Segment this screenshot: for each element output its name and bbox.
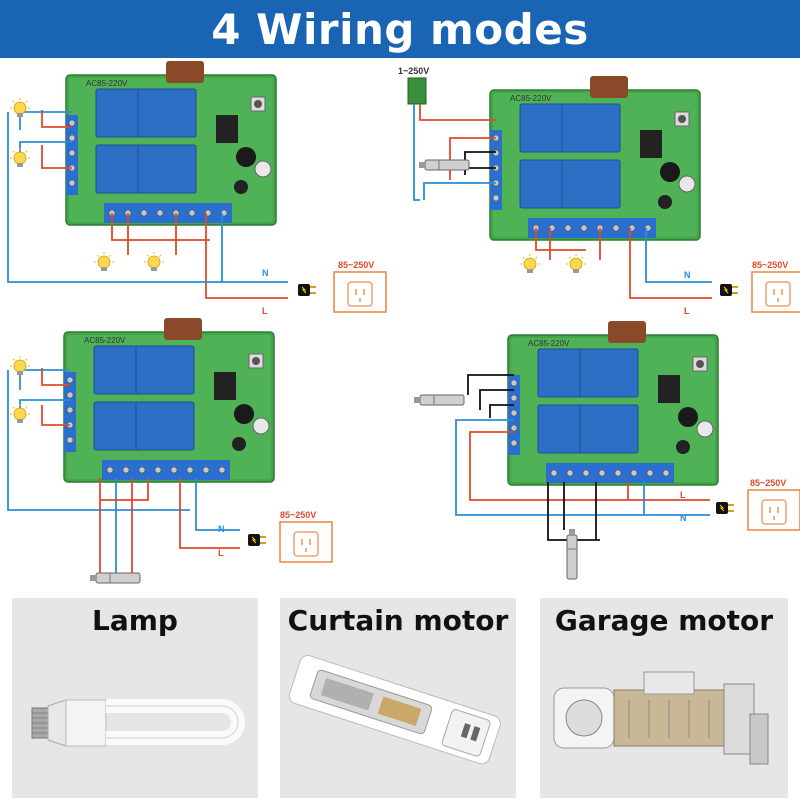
lamp-icon <box>31 699 245 747</box>
power-label: 85~250V <box>280 510 316 520</box>
power-label: 85~250V <box>338 260 374 270</box>
neutral-label: N <box>262 268 269 278</box>
wiring-diagrams: AC85-220V 85~250V N L 1~250V AC85-220V <box>7 60 800 584</box>
board-label: AC85-220V <box>528 339 570 348</box>
neutral-label: N <box>218 524 225 534</box>
power-label: 85~250V <box>752 260 788 270</box>
page-title: 4 Wiring modes <box>211 4 589 54</box>
live-label: L <box>262 306 268 316</box>
neutral-label: N <box>680 513 687 523</box>
card-title-lamp: Lamp <box>92 604 178 637</box>
wiring-mode-garage-motor: AC85-220V 85~250V L N <box>413 320 800 580</box>
live-label: L <box>218 548 224 558</box>
live-label: L <box>680 490 686 500</box>
wiring-mode-dc-curtain: 1~250V AC85-220V 85~250V N L <box>398 66 800 316</box>
header-banner: 4 Wiring modes <box>0 0 800 58</box>
neutral-label: N <box>684 270 691 280</box>
wiring-mode-lamps-two: AC85-220V 85~250V N L <box>7 60 387 316</box>
power-label: 85~250V <box>750 478 786 488</box>
live-label: L <box>684 306 690 316</box>
board-label: AC85-220V <box>510 94 552 103</box>
card-curtain-motor: Curtain motor <box>280 598 516 798</box>
wiring-mode-lamps-motor: AC85-220V 85~250V N L <box>7 317 333 584</box>
card-title-garage-motor: Garage motor <box>554 604 774 637</box>
card-title-curtain-motor: Curtain motor <box>287 604 509 637</box>
dc-label: 1~250V <box>398 66 429 76</box>
board-label: AC85-220V <box>86 79 128 88</box>
card-lamp: Lamp <box>12 598 258 798</box>
garage-motor-icon <box>553 671 769 765</box>
curtain-motor-icon <box>288 655 501 765</box>
board-label: AC85-220V <box>84 336 126 345</box>
battery-icon <box>407 77 427 105</box>
card-garage-motor: Garage motor <box>540 598 788 798</box>
